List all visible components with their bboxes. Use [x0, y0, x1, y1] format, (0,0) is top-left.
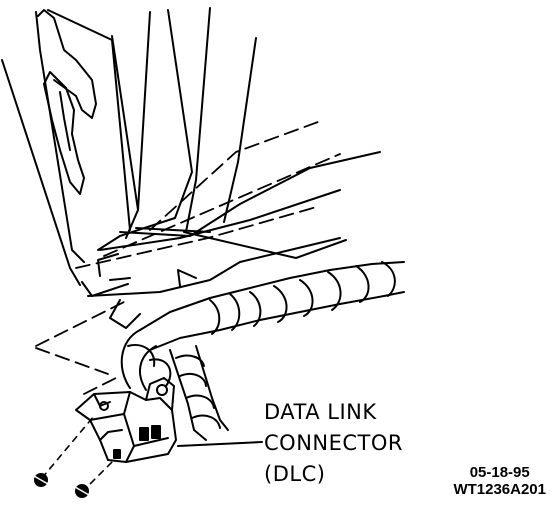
panel-clip [37, 9, 97, 195]
data-link-connector [75, 377, 177, 463]
figure-code: WT1236A201 [453, 481, 546, 498]
screw-lower [74, 484, 90, 498]
callout-line-2: CONNECTOR [264, 431, 403, 455]
lower-dash-panel [87, 7, 381, 329]
dlc-callout-label: DATA LINK CONNECTOR (DLC) [264, 397, 403, 490]
trim-panel [1, 9, 193, 297]
callout-leader-line [177, 441, 263, 447]
mounting-screws [33, 473, 90, 498]
screw-upper [33, 473, 49, 487]
figure-reference: 05-18-95 WT1236A201 [453, 464, 546, 498]
dashed-alignment-lines [35, 121, 341, 395]
figure-date: 05-18-95 [469, 464, 530, 481]
callout-line-1: DATA LINK [264, 400, 377, 424]
wiring-harness [120, 261, 405, 441]
callout-line-3: (DLC) [264, 462, 326, 486]
fastener-dashed-lines [41, 415, 125, 493]
